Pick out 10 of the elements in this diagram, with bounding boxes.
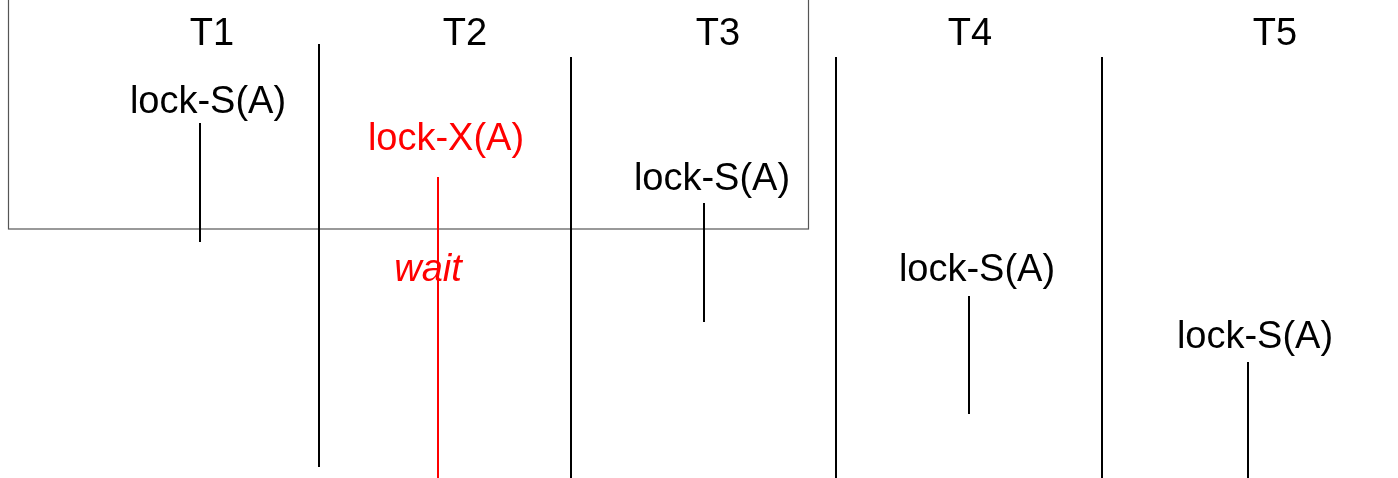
lock-operation: lock-S(A) [1176, 316, 1334, 354]
lock-operation: lock-S(A) [633, 158, 791, 196]
lock-operation: lock-S(A) [898, 249, 1056, 287]
transaction-header: T4 [947, 13, 993, 51]
lock-operation: lock-S(A) [129, 81, 287, 119]
transaction-header: T2 [442, 13, 488, 51]
transaction-header: T3 [695, 13, 741, 51]
transaction-header: T1 [189, 13, 235, 51]
transaction-header: T5 [1252, 13, 1298, 51]
lock-operation: lock-X(A) [367, 118, 525, 156]
